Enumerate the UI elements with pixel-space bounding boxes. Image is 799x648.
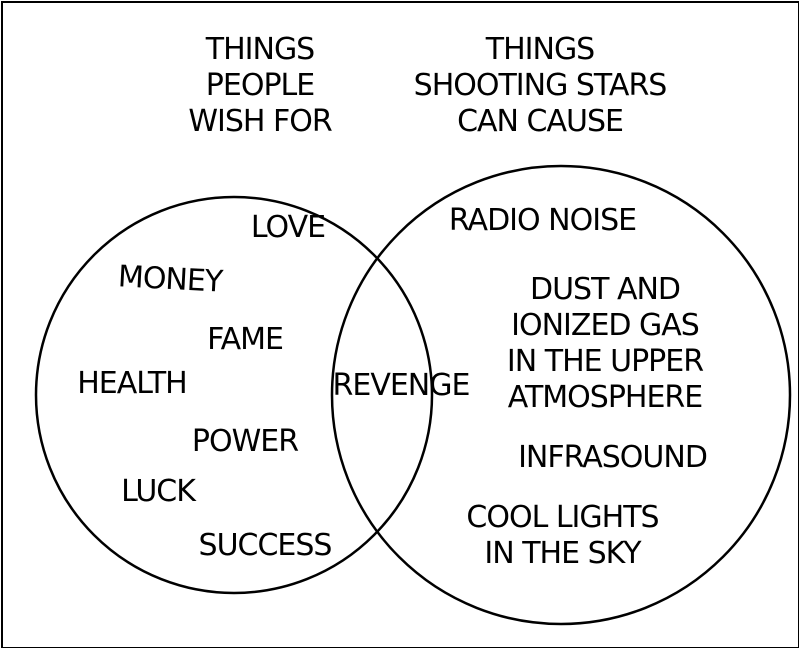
item-dust-ionized-gas: DUST AND IONIZED GAS IN THE UPPER ATMOSP… <box>495 272 715 416</box>
item-fame: FAME <box>207 322 284 357</box>
item-infrasound: INFRASOUND <box>518 440 708 475</box>
item-dust-line: DUST AND <box>529 272 681 307</box>
item-health: HEALTH <box>77 366 188 401</box>
item-success: SUCCESS <box>198 528 333 563</box>
item-dust-line: ATMOSPHERE <box>507 380 703 415</box>
item-dust-line: IONIZED GAS <box>511 308 700 343</box>
left-heading-line: THINGS <box>205 32 315 67</box>
left-heading-line: PEOPLE <box>205 68 315 103</box>
item-radio-noise: RADIO NOISE <box>448 203 637 238</box>
item-cool-lights-line: COOL LIGHTS <box>466 500 659 535</box>
item-cool-lights-line: IN THE SKY <box>484 536 641 571</box>
item-love: LOVE <box>250 210 326 245</box>
left-heading-line: WISH FOR <box>188 104 332 139</box>
item-cool-lights: COOL LIGHTS IN THE SKY <box>460 500 665 572</box>
right-heading-line: THINGS <box>485 32 595 67</box>
left-circle <box>34 195 434 595</box>
right-circle <box>330 164 792 626</box>
right-heading-line: SHOOTING STARS <box>413 68 668 103</box>
item-money: MONEY <box>117 259 223 300</box>
right-heading-line: CAN CAUSE <box>457 104 624 139</box>
item-power: POWER <box>191 424 299 459</box>
left-heading: THINGS PEOPLE WISH FOR <box>170 32 350 140</box>
item-dust-line: IN THE UPPER <box>506 344 704 379</box>
right-heading: THINGS SHOOTING STARS CAN CAUSE <box>400 32 680 140</box>
item-revenge: REVENGE <box>332 368 471 403</box>
item-luck: LUCK <box>121 474 196 509</box>
